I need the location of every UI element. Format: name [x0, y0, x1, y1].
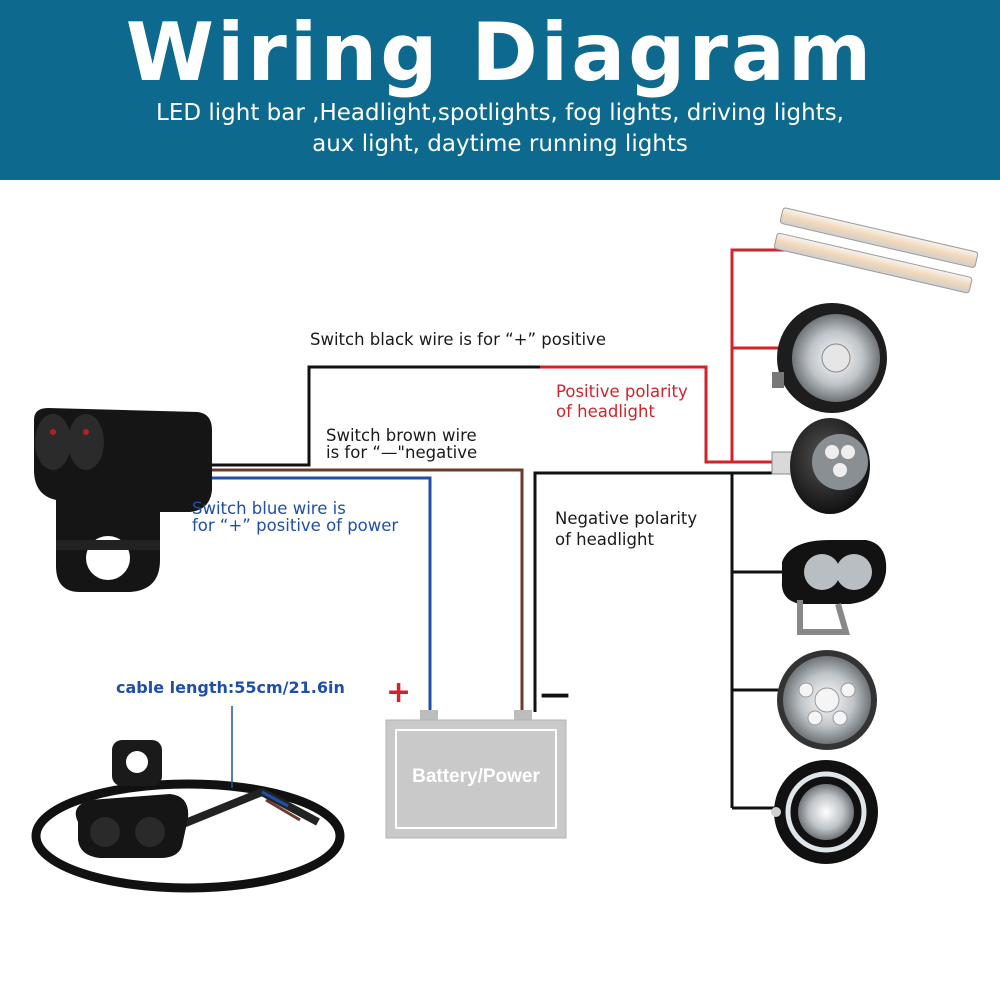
- label-negative-headlight-1: Negative polarity: [555, 509, 698, 528]
- brown-wire: [210, 468, 524, 712]
- subtitle-line-2: aux light, daytime running lights: [312, 131, 688, 157]
- negative-wires: [533, 471, 782, 810]
- battery-label: Battery/Power: [412, 766, 540, 787]
- led-light-bar-icon: [774, 207, 979, 294]
- battery-minus-sign: —: [540, 677, 570, 712]
- subtitle-line-1: LED light bar ,Headlight,spotlights, fog…: [156, 100, 844, 126]
- label-brown-wire-2: is for “—"negative: [326, 443, 478, 462]
- label-blue-wire-2: for “+” positive of power: [192, 516, 399, 535]
- halo-headlight-icon: [771, 760, 878, 864]
- page-title: Wiring Diagram: [125, 6, 875, 99]
- header-banner: Wiring Diagram LED light bar ,Headlight,…: [0, 0, 1000, 180]
- label-blue-wire-1: Switch blue wire is: [192, 499, 346, 518]
- round-led-light-icon: [777, 650, 877, 750]
- label-positive-headlight-2: of headlight: [556, 402, 655, 421]
- switch-with-cable-icon: [31, 740, 345, 893]
- label-negative-headlight-2: of headlight: [555, 530, 654, 549]
- black-wire: [210, 365, 540, 467]
- battery-plus-sign: +: [386, 675, 412, 710]
- label-black-wire-positive: Switch black wire is for “+” positive: [310, 330, 606, 349]
- spotlight-icon: [771, 418, 870, 514]
- fog-light-icon: [781, 540, 887, 635]
- battery-icon: [385, 710, 567, 839]
- handlebar-switch-icon: [34, 408, 212, 592]
- round-headlight-icon: [772, 303, 887, 413]
- label-brown-wire-1: Switch brown wire: [326, 426, 477, 445]
- cable-length-label: cable length:55cm/21.6in: [116, 678, 345, 697]
- positive-wires: [540, 248, 790, 464]
- label-positive-headlight-1: Positive polarity: [556, 382, 688, 401]
- blue-wire: [210, 476, 432, 712]
